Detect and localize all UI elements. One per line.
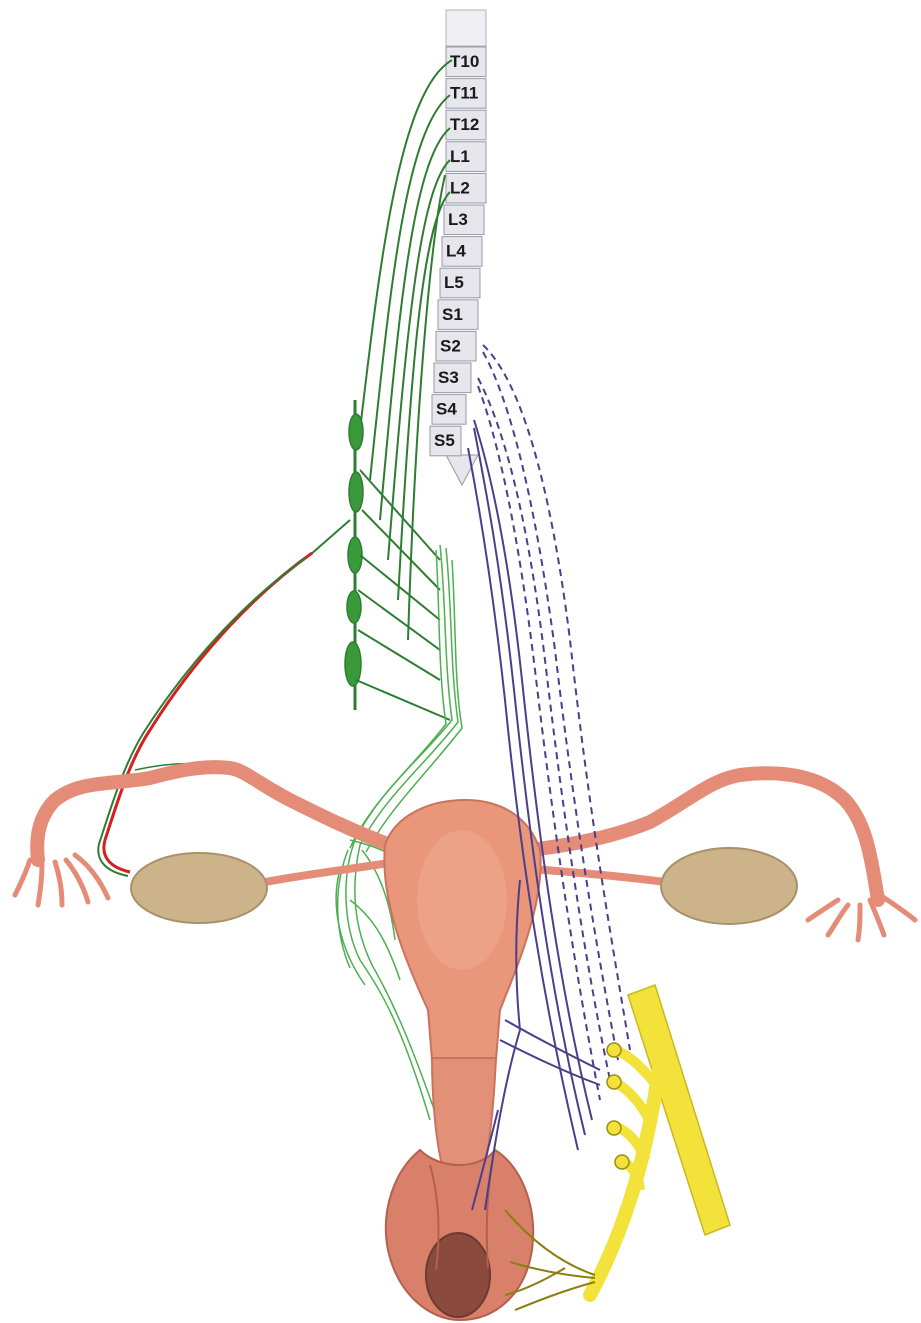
left-fimbria-3	[55, 862, 62, 905]
ramus-2	[362, 510, 440, 590]
left-ovary	[131, 853, 267, 923]
uterus	[384, 800, 540, 1320]
ramus-5	[358, 630, 440, 680]
root-ganglion-2	[607, 1075, 621, 1089]
uterine-highlight	[417, 830, 507, 970]
pudendal-branch-3	[515, 1282, 595, 1310]
left-fimbria-1	[15, 860, 30, 895]
ganglion-4	[347, 591, 361, 623]
right-fimbria-3	[858, 905, 860, 940]
ramus-1	[360, 470, 440, 560]
spine-label-s2: S2	[440, 336, 461, 355]
right-fimbria-1	[880, 895, 915, 920]
spine-label-l5: L5	[444, 273, 464, 292]
right-ovary	[661, 848, 797, 924]
spine-label-s3: S3	[438, 368, 459, 387]
spine-label-t12: T12	[450, 115, 479, 134]
right-fimbria-4	[828, 905, 848, 935]
spine-label-l1: L1	[450, 147, 470, 166]
root-ganglion-1	[607, 1043, 621, 1057]
left-uterine-tube	[37, 767, 390, 860]
ganglion-1	[349, 414, 363, 450]
ganglion-5	[345, 642, 361, 686]
spine-label-s4: S4	[436, 400, 457, 419]
spine-label-s5: S5	[434, 431, 455, 450]
ovarian-nerve	[98, 558, 306, 876]
spine-top-segment	[446, 10, 486, 46]
spine-label-t11: T11	[450, 84, 478, 103]
root-ganglion-3	[607, 1121, 621, 1135]
right-fimbria-5	[808, 900, 838, 920]
ramus-7	[310, 520, 350, 555]
spine-label-l3: L3	[448, 210, 468, 229]
spine-label-l4: L4	[446, 242, 466, 261]
root-ganglion-4	[615, 1155, 629, 1169]
spine-label-l2: L2	[450, 178, 470, 197]
ganglion-2	[349, 472, 363, 512]
ovarian-plexus	[98, 553, 370, 876]
ganglion-3	[348, 537, 362, 573]
splanchnic-rami	[310, 470, 450, 720]
vaginal-orifice	[426, 1233, 490, 1317]
ramus-6	[356, 680, 450, 720]
right-ovarian-ligament	[520, 868, 665, 882]
spine-label-t10: T10	[450, 52, 479, 71]
ovarian-artery	[104, 553, 312, 872]
spine-label-s1: S1	[442, 305, 463, 324]
cervix	[432, 1058, 496, 1165]
pudendal-nerve	[505, 985, 730, 1310]
left-fimbria-2	[38, 865, 42, 905]
